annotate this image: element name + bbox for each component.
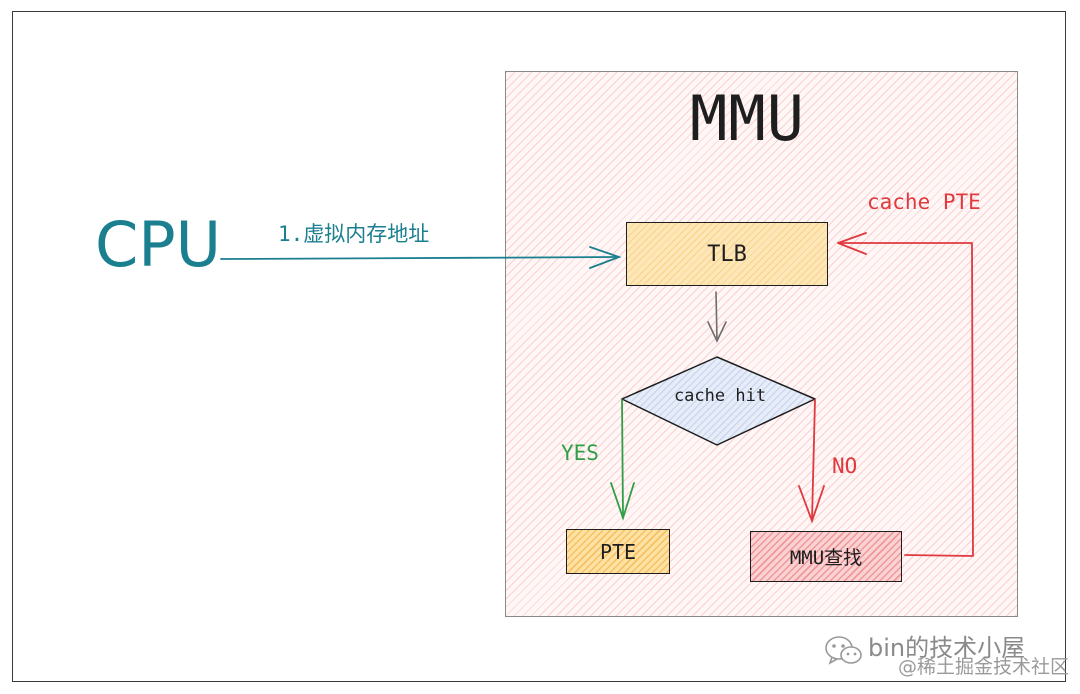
- watermark-site: @稀土掘金技术社区: [898, 656, 1070, 678]
- no-arrow: [798, 399, 825, 524]
- outer-frame: [12, 11, 1066, 682]
- cache-hit-label: cache hit: [673, 386, 767, 406]
- cache-hit-decision: [621, 356, 816, 446]
- tlb-to-decision-arrow: [707, 291, 727, 343]
- yes-arrow: [610, 399, 635, 521]
- tlb-label: TLB: [707, 241, 747, 267]
- tlb-node: TLB: [626, 222, 828, 286]
- cpu-label: CPU: [95, 208, 222, 281]
- watermark-name: bin的技术小屋: [868, 634, 1026, 662]
- mmu-lookup-node: MMU查找: [750, 531, 902, 582]
- cache-pte-label: cache PTE: [867, 190, 981, 214]
- watermark: bin的技术小屋 @稀土掘金技术社区: [818, 626, 1070, 686]
- cpu-to-tlb-arrow: [220, 246, 622, 269]
- mmu-lookup-label: MMU查找: [789, 547, 863, 569]
- yes-label: YES: [561, 441, 599, 465]
- wechat-icon: [825, 636, 862, 665]
- no-label: NO: [832, 454, 858, 478]
- pte-label: PTE: [599, 539, 637, 564]
- cache-pte-arrow: [837, 232, 974, 557]
- mmu-container: [505, 71, 1018, 617]
- virtual-address-label: 1.虚拟内存地址: [278, 222, 430, 246]
- mmu-title: MMU: [690, 82, 805, 155]
- pte-node: PTE: [566, 529, 670, 574]
